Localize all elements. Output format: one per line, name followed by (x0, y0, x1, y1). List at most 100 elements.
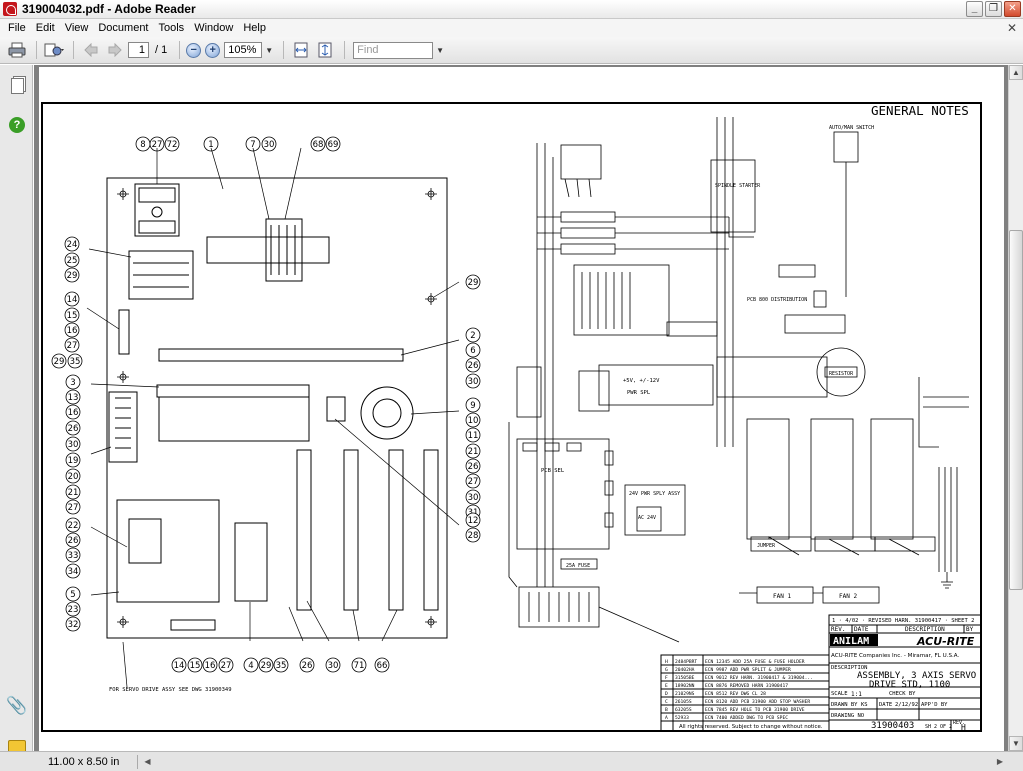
callout-number: 5 (70, 590, 75, 600)
adobe-reader-icon (3, 2, 17, 16)
revision-description: ECN 8120 ADD PCB 31900 ADD STOP WASHER (705, 699, 810, 705)
spindle-label: SPINDLE STARTER (715, 183, 761, 189)
revision-ecn: 63205S (675, 707, 692, 713)
collaborate-icon[interactable] (43, 40, 65, 60)
close-document-button[interactable]: ✕ (1006, 21, 1017, 35)
callout-balloon (65, 517, 81, 533)
menu-help[interactable]: Help (243, 22, 266, 34)
pwr-spl-label: PWR SPL (627, 390, 651, 396)
pages-panel-icon[interactable] (8, 77, 26, 95)
callout-number: 11 (468, 431, 479, 441)
check-by-label: CHECK BY (889, 691, 916, 697)
callout-number: 16 (68, 408, 79, 418)
callout-number: 14 (67, 295, 78, 305)
callout-number: 35 (70, 357, 81, 367)
find-dropdown-icon[interactable]: ▼ (436, 45, 445, 55)
revision-description: ECN 12345 ADD 25A FUSE & FUSE HOLDER (705, 659, 805, 665)
callout-number: 22 (68, 521, 79, 531)
volt-label: +5V, +/-12V (623, 378, 660, 384)
zoom-in-icon[interactable]: + (205, 42, 221, 58)
callout-number: 8 (140, 140, 145, 150)
callout-balloon (465, 397, 481, 413)
date-value: 2/12/92 (895, 702, 918, 708)
fan2-label: FAN 2 (839, 593, 857, 600)
callout-number: 26 (468, 361, 479, 371)
callout-number: 30 (468, 493, 479, 503)
callout-number: 34 (68, 567, 79, 577)
callout-balloon (64, 291, 80, 307)
revision-description: ECN 8876 REMOVED HARN 31900417 (705, 683, 788, 689)
callout-number: 15 (67, 311, 78, 321)
scroll-down-icon[interactable]: ▼ (1009, 736, 1023, 751)
zoom-dropdown-icon[interactable]: ▼ (265, 45, 274, 55)
scroll-up-icon[interactable]: ▲ (1009, 65, 1023, 80)
callout-number: 26 (68, 536, 79, 546)
callout-number: 27 (468, 477, 479, 487)
callout-number: 19 (68, 456, 79, 466)
callout-balloon (164, 136, 180, 152)
scroll-right-icon[interactable]: ▶ (996, 757, 1003, 766)
menu-window[interactable]: Window (194, 22, 234, 34)
scroll-left-icon[interactable]: ◀ (144, 757, 151, 766)
restore-button[interactable]: ❐ (985, 1, 1002, 17)
callout-number: 16 (205, 661, 216, 671)
status-bar: 11.00 x 8.50 in ◀ ▶ (0, 751, 1023, 771)
fit-page-icon[interactable] (314, 40, 336, 60)
ac24-label: AC 24V (638, 515, 656, 521)
callout-balloon (51, 353, 67, 369)
revision-description: ECN 7400 ADDED DWG TO PCB SPEC (705, 715, 788, 721)
callout-balloon (65, 499, 81, 515)
help-icon[interactable]: ? (9, 117, 25, 133)
callout-number: 24 (67, 240, 78, 250)
callout-number: 15 (190, 661, 201, 671)
callout-balloon (299, 657, 315, 673)
callout-number: 12 (468, 516, 479, 526)
fit-width-icon[interactable] (290, 40, 312, 60)
fuse-label: 25A FUSE (566, 563, 590, 569)
menu-document[interactable]: Document (98, 22, 149, 34)
revision-description: ECN 7845 REV HOLE TO PCB 31900 DRIVE (705, 707, 805, 713)
callout-balloon (64, 236, 80, 252)
description-line-1: ASSEMBLY, 3 AXIS SERVO (857, 671, 976, 681)
drawn-by-label: DRAWN BY (831, 702, 858, 708)
callout-balloon (465, 274, 481, 290)
scroll-thumb[interactable] (1009, 230, 1023, 590)
window-title: 319004032.pdf - Adobe Reader (22, 2, 196, 16)
close-button[interactable]: ✕ (1004, 1, 1021, 17)
general-notes-label: GENERAL NOTES (871, 103, 969, 118)
page-size-label: 11.00 x 8.50 in (48, 755, 120, 768)
menu-view[interactable]: View (64, 22, 89, 34)
callout-balloon (465, 412, 481, 428)
menu-tools[interactable]: Tools (158, 22, 185, 34)
toolbar: 1 / 1 − + 105% ▼ Find ▼ (0, 37, 1023, 64)
description-line-2: DRIVE STD, 1100 (869, 680, 950, 690)
find-input[interactable]: Find (353, 41, 434, 59)
next-page-icon[interactable] (104, 40, 126, 60)
revision-ecn: 20402HA (675, 667, 695, 673)
pcb-sel-label: PCB SEL (541, 468, 565, 474)
menu-edit[interactable]: Edit (35, 22, 55, 34)
status-divider (137, 754, 139, 769)
callout-balloon (465, 357, 481, 373)
callout-balloon (261, 136, 277, 152)
page-number-input[interactable]: 1 (128, 42, 149, 58)
revision-ecn: 18902NN (675, 683, 695, 689)
callout-balloon (325, 136, 341, 152)
minimize-button[interactable]: _ (966, 1, 983, 17)
attachments-icon[interactable]: 📎 (6, 696, 28, 715)
callout-balloon (64, 252, 80, 268)
callout-balloon (64, 307, 80, 323)
callout-number: 25 (67, 256, 78, 266)
pcb-bd-label: PCB 800 DISTRIBUTION (747, 297, 807, 303)
zoom-level-input[interactable]: 105% (224, 42, 263, 58)
vertical-scrollbar[interactable]: ▲ ▼ (1008, 65, 1023, 751)
print-icon[interactable] (6, 40, 28, 60)
callout-number: 9 (470, 401, 475, 411)
zoom-out-icon[interactable]: − (186, 42, 202, 58)
menu-file[interactable]: File (8, 22, 26, 34)
callout-balloon (465, 473, 481, 489)
previous-page-icon[interactable] (80, 40, 102, 60)
callout-number: 14 (174, 661, 185, 671)
